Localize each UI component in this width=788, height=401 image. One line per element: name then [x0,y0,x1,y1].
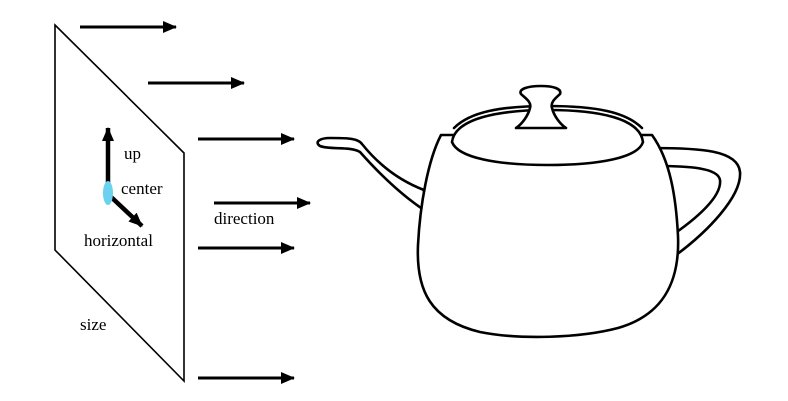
center-marker [103,181,113,205]
teapot-knob [514,84,568,130]
teapot-lid [450,108,645,167]
size-label: size [80,315,106,334]
ray-arrows [80,21,311,384]
direction-label: direction [214,209,275,228]
horizontal-label: horizontal [84,231,153,250]
up-label: up [124,144,141,163]
center-label: center [121,179,163,198]
teapot-body [416,133,680,339]
teapot-spout [316,136,426,212]
teapot-icon [316,84,742,339]
horizontal-vector-arrow-icon [108,194,144,228]
